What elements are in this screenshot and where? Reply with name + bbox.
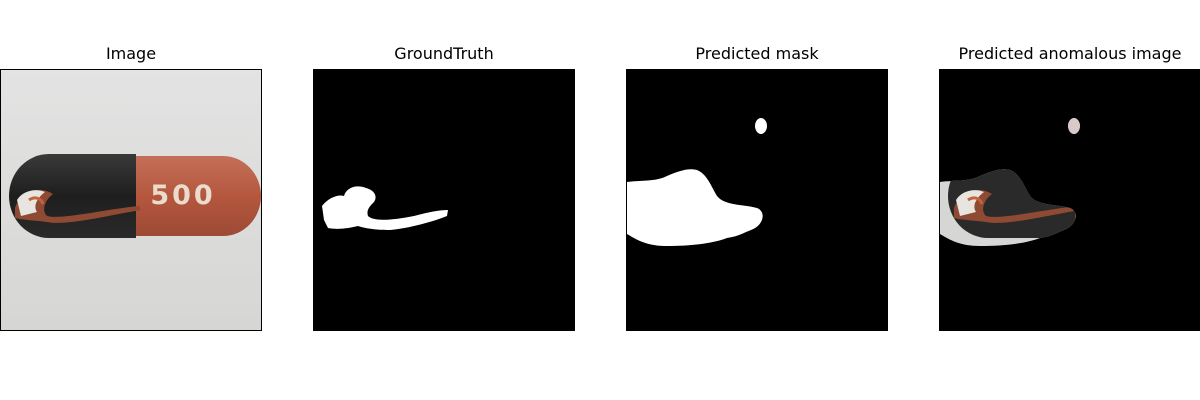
predicted-anomalous-overlay [940, 70, 1199, 330]
capsule-print: 500 [150, 180, 215, 211]
panel-original-image: 500 [0, 69, 262, 331]
panel-title-predicted-anomalous: Predicted anomalous image [958, 44, 1182, 63]
capsule-photo: 500 [1, 70, 261, 330]
panel-title-groundtruth: GroundTruth [394, 44, 494, 63]
predicted-region-large [627, 169, 763, 246]
groundtruth-mask [314, 70, 574, 330]
crack-white-area [17, 190, 45, 216]
panel-predicted-mask [626, 69, 888, 331]
capsule-red-half [136, 156, 261, 236]
groundtruth-region [322, 186, 448, 230]
crack-damage [15, 190, 141, 223]
panel-title-image: Image [105, 44, 157, 63]
panel-groundtruth [313, 69, 575, 331]
panel-title-predicted-mask: Predicted mask [695, 44, 819, 63]
predicted-region-small [755, 118, 767, 134]
predicted-mask [627, 70, 887, 330]
panel-predicted-anomalous-image [939, 69, 1200, 331]
